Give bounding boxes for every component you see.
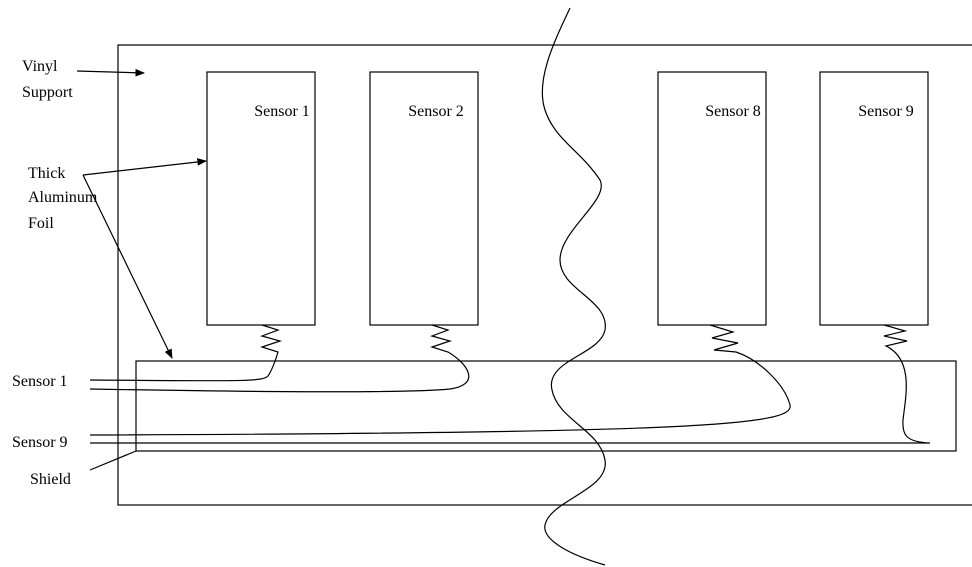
shield-label: Shield (30, 471, 71, 488)
shield-pointer (89, 450, 137, 471)
vinyl-arrow (76, 68, 145, 77)
vinyl-label-1: Vinyl (22, 58, 58, 75)
foil-label-3: Foil (28, 215, 54, 232)
sensor-2-wire (89, 324, 470, 393)
sensor-label: Sensor 9 (858, 103, 914, 120)
vinyl-label-2: Support (22, 84, 73, 101)
sensor-9-box (819, 71, 929, 326)
sensor-label: Sensor 1 (254, 103, 310, 120)
sensor-9-wire (90, 324, 931, 444)
sensor-1-wire-label: Sensor 1 (12, 373, 68, 390)
foil-arrow-shield (82, 174, 173, 359)
shield-box (135, 360, 957, 452)
foil-arrow-sensor (82, 158, 207, 176)
sensor-9-wire-label: Sensor 9 (12, 434, 68, 451)
foil-label-2: Aluminum (28, 189, 98, 206)
sensor-label: Sensor 2 (408, 103, 464, 120)
foil-label-1: Thick (28, 165, 65, 182)
break-line (541, 7, 606, 566)
sensor-2-box (369, 71, 479, 326)
vinyl-support-board (117, 44, 972, 506)
sensor-1-wire (89, 324, 283, 382)
sensor-1-box (206, 71, 316, 326)
sensor-8-wire (89, 324, 791, 436)
sensor-label: Sensor 8 (705, 103, 761, 120)
